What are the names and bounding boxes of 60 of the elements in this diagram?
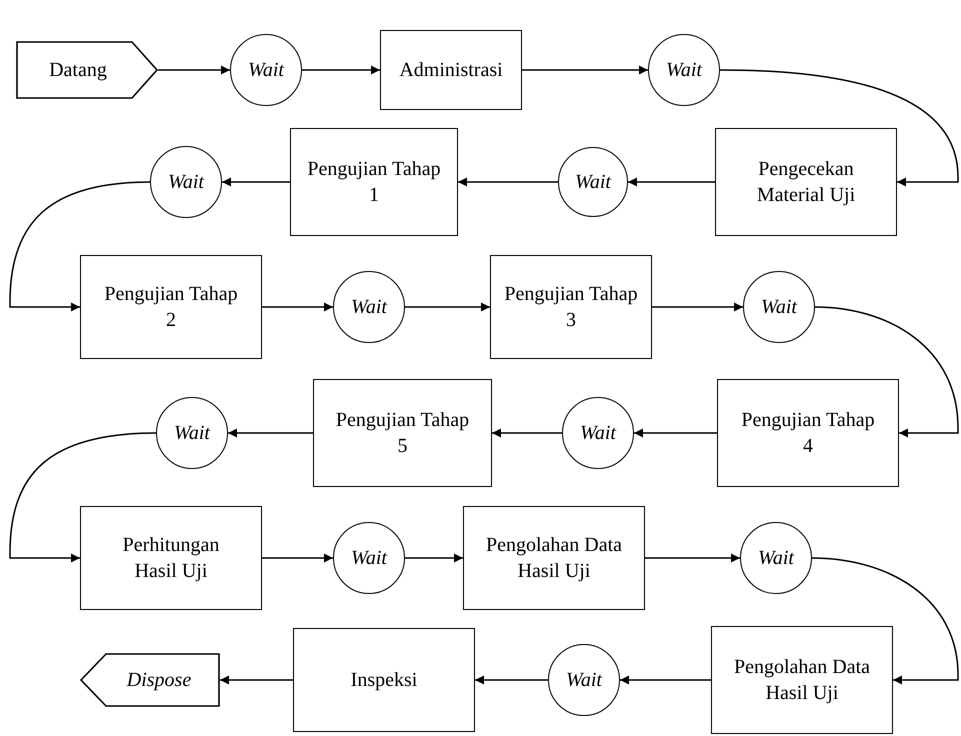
- arrow: [458, 178, 558, 186]
- node-label: Wait: [351, 546, 387, 571]
- process-box: [711, 626, 893, 734]
- process-box: [80, 255, 262, 359]
- node-label: Pengujian Tahap 4: [740, 408, 876, 459]
- arrow: [228, 428, 313, 438]
- process-box: [293, 628, 475, 732]
- node-label: Wait: [758, 546, 794, 571]
- node-label: Wait: [580, 421, 616, 446]
- node-label: Wait: [248, 58, 284, 83]
- arrow: [222, 178, 290, 186]
- node-label: Perhitungan Hasil Uji: [122, 533, 220, 584]
- node-label: Wait: [761, 295, 797, 320]
- node-label: Administrasi: [399, 58, 503, 83]
- node-label: Wait: [174, 421, 210, 446]
- process-box: [715, 128, 897, 236]
- process-box: [380, 30, 522, 110]
- node-label: Wait: [666, 58, 702, 83]
- node-label: Pengolahan Data Hasil Uji: [484, 533, 624, 584]
- node-label: Wait: [575, 170, 611, 195]
- arrow: [9, 432, 156, 562]
- arrow: [645, 554, 740, 562]
- node-label: Inspeksi: [350, 668, 418, 693]
- arrow: [652, 302, 743, 312]
- arrow: [262, 554, 333, 562]
- arrow: [158, 66, 230, 74]
- dispose-pentagon: [80, 653, 220, 707]
- node-label: Datang: [49, 58, 107, 83]
- arrow: [9, 181, 150, 312]
- arrow: [522, 66, 648, 74]
- node-label: Wait: [566, 668, 602, 693]
- node-label: Pengujian Tahap 5: [334, 408, 470, 459]
- arrow: [634, 428, 717, 438]
- arrow: [492, 428, 562, 438]
- process-box: [80, 506, 262, 610]
- node-label: Pengolahan Data Hasil Uji: [732, 655, 872, 706]
- node-label: Wait: [351, 295, 387, 320]
- arrow: [720, 69, 959, 186]
- node-label: Pengecekan Material Uji: [756, 157, 856, 208]
- arrow: [405, 302, 490, 312]
- arrow: [475, 676, 548, 684]
- node-label: Pengujian Tahap 3: [503, 282, 639, 333]
- process-box: [463, 506, 645, 610]
- process-box: [490, 255, 652, 359]
- node-label: Pengujian Tahap 2: [103, 282, 239, 333]
- process-box: [313, 379, 492, 487]
- arrow: [262, 302, 333, 312]
- arrow: [220, 676, 293, 684]
- arrow: [405, 554, 463, 562]
- process-box: [290, 128, 458, 236]
- node-label: Pengujian Tahap 1: [306, 157, 442, 208]
- node-label: Dispose: [126, 668, 192, 693]
- arrow: [628, 178, 715, 186]
- node-label: Wait: [168, 170, 204, 195]
- process-box: [717, 379, 899, 487]
- arrow: [620, 676, 711, 684]
- arrival-pentagon: [16, 41, 158, 99]
- arrow: [812, 557, 959, 684]
- arrow: [814, 306, 959, 438]
- arrow: [302, 66, 380, 74]
